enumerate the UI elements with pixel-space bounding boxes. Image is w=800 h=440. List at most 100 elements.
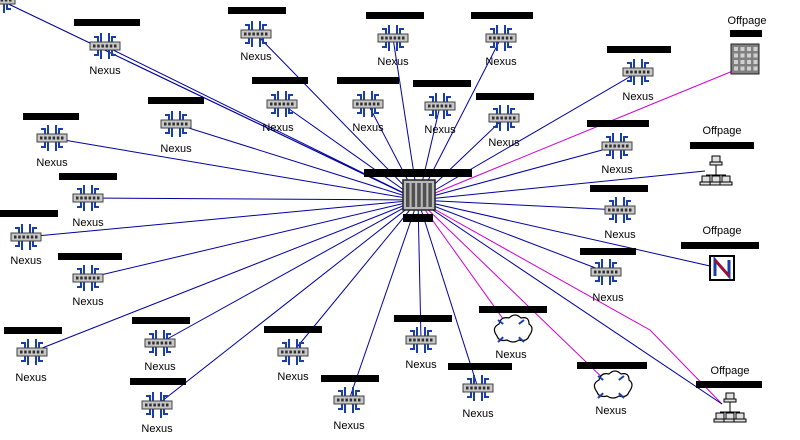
offpage-link xyxy=(417,199,711,267)
link-line xyxy=(417,199,621,211)
node-name-bar xyxy=(252,77,308,84)
node-label: Nexus xyxy=(15,372,47,384)
node-name-bar xyxy=(681,242,759,249)
node-name-bar xyxy=(413,80,471,87)
node-label: Nexus xyxy=(72,296,104,308)
node-label: Nexus xyxy=(488,137,520,149)
link-line xyxy=(51,137,419,201)
node-label: Nexus xyxy=(405,359,437,371)
nexus-node[interactable]: Nexus xyxy=(58,253,122,308)
link-line xyxy=(159,199,419,344)
link-line xyxy=(417,145,618,201)
nexus-node[interactable]: Nexus xyxy=(228,7,286,63)
nexus-node[interactable]: Nexus xyxy=(130,378,186,435)
link-line xyxy=(87,199,419,279)
switch-icon xyxy=(590,259,622,285)
offpage-label: Offpage xyxy=(703,125,742,137)
node-label: Nexus xyxy=(277,371,309,383)
nexus-node[interactable]: Nexus xyxy=(23,113,79,169)
switch-icon xyxy=(144,330,176,356)
link-line xyxy=(348,199,419,401)
node-label: Nexus xyxy=(485,56,517,68)
switch-icon xyxy=(72,185,104,211)
node-name-bar xyxy=(23,113,79,120)
cloud-icon xyxy=(593,370,633,399)
nexus-node[interactable]: Nexus xyxy=(476,93,534,149)
switch-icon xyxy=(424,93,456,119)
switch-icon xyxy=(240,21,272,47)
node-label: Nexus xyxy=(240,51,272,63)
node-name-bar xyxy=(74,19,140,26)
nexus-node[interactable]: Nexus xyxy=(471,12,533,68)
nexus-node[interactable]: Nexus xyxy=(479,306,547,361)
nexus-node[interactable]: Nexus xyxy=(252,77,308,134)
node-name-bar xyxy=(577,362,647,369)
nexus-node[interactable]: Nexus xyxy=(321,375,379,432)
node-name-bar xyxy=(590,185,648,192)
node-label: Nexus xyxy=(595,405,627,417)
link-line xyxy=(0,0,419,201)
nexus-node[interactable]: Nexus xyxy=(394,315,452,371)
link-line xyxy=(417,199,612,387)
nexus-node[interactable]: Nexus xyxy=(577,362,647,417)
switch-icon xyxy=(160,111,192,137)
nexus-node[interactable]: Nexus xyxy=(0,210,58,267)
nexus-node[interactable]: Nexus xyxy=(74,19,140,77)
nexus-node[interactable]: Nexus xyxy=(580,248,636,304)
node-name-bar xyxy=(130,378,186,385)
node-label: Nexus xyxy=(377,56,409,68)
node-name-bar xyxy=(337,77,399,84)
switch-icon xyxy=(72,265,104,291)
hub-node[interactable] xyxy=(364,169,472,222)
switch-icon xyxy=(277,339,309,365)
node-name-bar xyxy=(394,315,452,322)
node-name-bar xyxy=(580,248,636,255)
offpage-node[interactable]: Offpage xyxy=(690,125,754,186)
network-group-icon xyxy=(713,392,747,423)
switch-icon xyxy=(36,125,68,151)
nexus-node[interactable]: Nexus xyxy=(4,327,62,384)
node-name-bar xyxy=(366,12,424,19)
node-label: Nexus xyxy=(0,0,16,3)
offpage-link xyxy=(417,199,723,405)
node-name-bar xyxy=(607,46,671,53)
switch-icon xyxy=(485,25,517,51)
switch-icon xyxy=(141,392,173,418)
node-label: Nexus xyxy=(10,255,42,267)
offpage-label: Offpage xyxy=(711,365,750,377)
offpage-node[interactable]: Offpage xyxy=(728,15,767,75)
node-name-bar xyxy=(58,253,122,260)
nexus-node[interactable]: Nexus xyxy=(413,80,471,136)
nexus-node[interactable]: Nexus xyxy=(448,363,512,420)
node-name-bar xyxy=(471,12,533,19)
building-icon xyxy=(730,43,760,75)
switch-icon xyxy=(10,224,42,250)
offpage-link xyxy=(417,65,746,201)
nexus-node[interactable]: Nexus xyxy=(132,317,190,373)
node-name-bar xyxy=(148,97,204,104)
offpage-node[interactable]: Offpage xyxy=(681,225,759,281)
link-line xyxy=(417,199,479,389)
node-name-bar xyxy=(228,7,286,14)
nexus-node[interactable]: Nexus xyxy=(59,173,117,229)
node-label: Nexus xyxy=(592,292,624,304)
node-label: Nexus xyxy=(144,361,176,373)
nexus-node[interactable]: Nexus xyxy=(366,12,424,68)
nexus-node[interactable]: Nexus xyxy=(148,97,204,155)
node-name-bar xyxy=(476,93,534,100)
link-line xyxy=(417,199,607,273)
node-label: Nexus xyxy=(72,217,104,229)
nexus-node[interactable]: Nexus xyxy=(0,0,16,13)
nexus-node[interactable]: Nexus xyxy=(264,326,322,383)
node-name-bar xyxy=(730,30,762,37)
node-label: Nexus xyxy=(333,420,365,432)
network-group-icon xyxy=(699,155,733,186)
nexus-logo-icon xyxy=(709,255,735,281)
nexus-node[interactable]: Nexus xyxy=(590,185,648,241)
switch-icon xyxy=(333,387,365,413)
offpage-node[interactable]: Offpage xyxy=(696,365,762,423)
nexus-node[interactable]: Nexus xyxy=(607,46,671,103)
nexus-node[interactable]: Nexus xyxy=(587,120,649,176)
nexus-node[interactable]: Nexus xyxy=(337,77,399,134)
